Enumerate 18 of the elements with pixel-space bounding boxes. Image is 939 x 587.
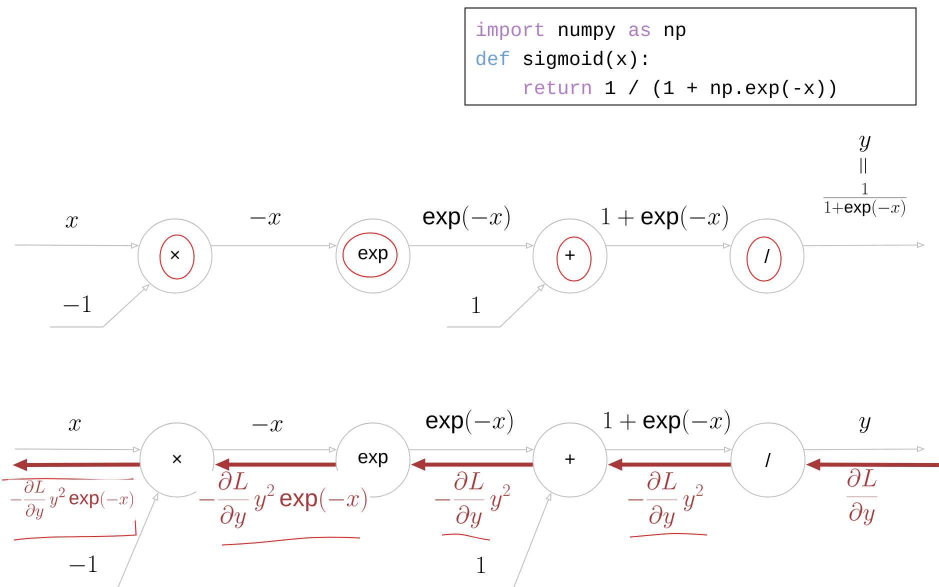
edge-label: $\begin{array}{c} y \\ \rotatebox{90}{$=$} \\ \frac{1}{1+\exp(-x)} \end{array}$ xyxy=(816,126,914,218)
edge-label: $\frac{\partial L}{\partial y}$ xyxy=(844,468,880,526)
edge-label: $-1$ xyxy=(66,554,100,576)
edge-label: $y$ xyxy=(858,416,872,434)
edge-label: $-x$ xyxy=(249,416,285,434)
edge-label: $1$ xyxy=(474,556,488,574)
edge-label: $-\frac{\partial L}{\partial y}\, y^{2}$ xyxy=(625,471,705,530)
edge-label: $-\frac{\partial L}{\partial y}\, y^{2}$ xyxy=(432,471,512,530)
edge-label: $\exp(-x)$ xyxy=(421,204,513,232)
edge-label: $-x$ xyxy=(247,208,283,228)
edge-label: $\exp(-x)$ xyxy=(424,408,516,436)
edge-label: $-\frac{\partial L}{\partial y}\, y^{2}\exp(-x)$ xyxy=(196,471,370,530)
edge-label: $x$ xyxy=(67,418,83,432)
edge-label: $-\frac{\partial L}{\partial y}\, y^{2}\exp(-x)$ xyxy=(8,480,136,520)
code-box: import numpy as np def sigmoid(x): return 1 / (1 + np.exp(-x)) xyxy=(464,8,916,106)
edge-label: $x$ xyxy=(64,216,80,228)
edge-label: $1$ xyxy=(469,296,483,314)
edge-label: $\mathbf{-}1$ xyxy=(60,294,94,316)
